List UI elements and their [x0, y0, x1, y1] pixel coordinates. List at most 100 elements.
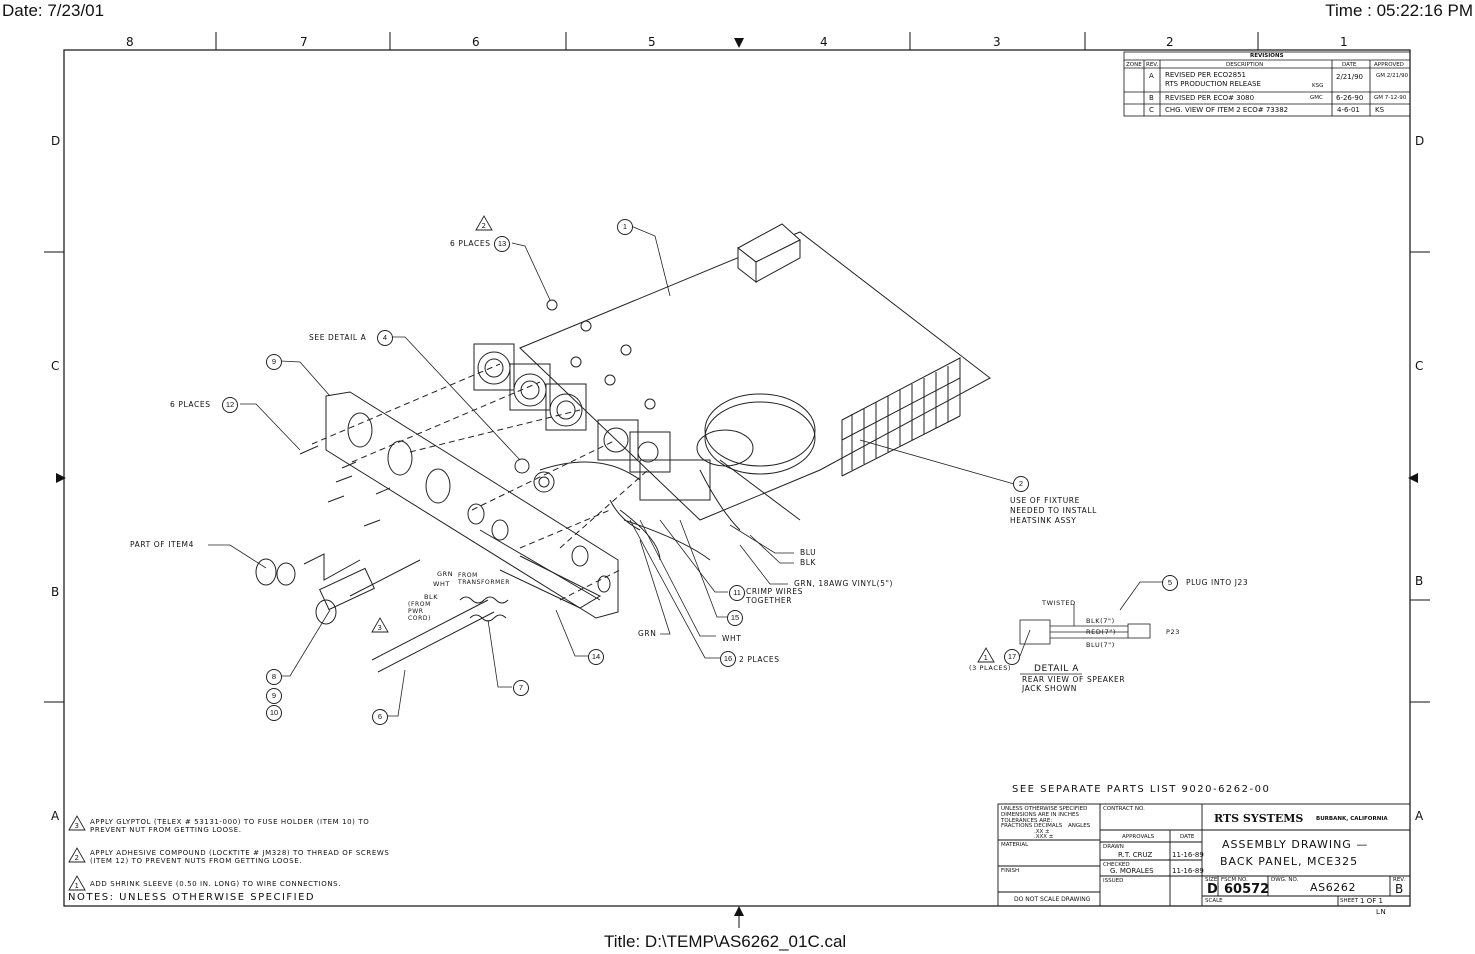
label-grn-top: GRN — [437, 570, 454, 578]
tb-location: BURBANK, CALIFORNIA — [1316, 816, 1388, 822]
note-3: APPLY GLYPTOL (TELEX # 53131-000) TO FUS… — [90, 818, 370, 834]
label-2-places: 2 PLACES — [739, 655, 780, 664]
label-blu: BLU — [800, 548, 817, 557]
label-twisted: TWISTED — [1042, 599, 1076, 607]
label-detail-a: DETAIL A — [1034, 664, 1080, 674]
label-blk-2: BLK — [800, 558, 817, 567]
callout-item-12: 12 — [222, 397, 238, 413]
tb-title-line1: ASSEMBLY DRAWING — — [1222, 838, 1369, 851]
tb-tolerance-head: UNLESS OTHERWISE SPECIFIED DIMENSIONS AR… — [1001, 806, 1088, 824]
zone-row-c-left: C — [51, 359, 60, 373]
tb-title-line2: BACK PANEL, MCE325 — [1220, 855, 1359, 868]
tb-checked-by: G. MORALES — [1110, 867, 1154, 875]
tb-sheet-label: SHEET — [1340, 898, 1358, 904]
tb-decimals: DECIMALS — [1034, 823, 1063, 829]
callout-item-5: 5 — [1162, 575, 1178, 591]
rev-a-desc: REVISED PER ECO2851 — [1165, 71, 1246, 79]
tb-initials: LN — [1376, 908, 1387, 916]
label-plug-into: PLUG INTO J23 — [1186, 578, 1249, 587]
label-parts-list: SEE SEPARATE PARTS LIST 9020-6262-00 — [1012, 784, 1271, 795]
svg-text:1: 1 — [984, 654, 988, 662]
callout-item-9: 9 — [266, 688, 282, 704]
zone-col-4: 4 — [820, 35, 828, 49]
label-blk7: BLK(7") — [1086, 617, 1115, 625]
tb-drawn-by: R.T. CRUZ — [1118, 851, 1153, 859]
callout-item-7: 7 — [513, 680, 529, 696]
label-rear-view: REAR VIEW OF SPEAKER JACK SHOWN — [1022, 675, 1126, 693]
zone-col-7: 7 — [300, 35, 308, 49]
svg-text:2: 2 — [482, 222, 486, 230]
tb-xx: .XX ± — [1034, 829, 1050, 835]
rev-b-letter: B — [1149, 94, 1154, 102]
tb-size-label: SIZE — [1205, 877, 1218, 883]
rev-c-approved: KS — [1375, 106, 1385, 114]
notes-heading: NOTES: UNLESS OTHERWISE SPECIFIED — [68, 892, 316, 903]
rev-head-rev: REV. — [1146, 62, 1159, 68]
rev-b-approved: GM 7-12-90 — [1374, 95, 1407, 101]
zone-col-5: 5 — [648, 35, 656, 49]
note-1: ADD SHRINK SLEEVE (0.50 IN. LONG) TO WIR… — [90, 880, 342, 888]
tb-issued: ISSUED — [1103, 878, 1124, 884]
tb-angles: ANGLES — [1068, 823, 1091, 829]
label-grn-vinyl: GRN, 18AWG VINYL(5") — [794, 579, 894, 588]
print-date: Date: 7/23/01 — [2, 1, 105, 20]
label-from-pwr-cord: (FROM PWR CORD) — [408, 601, 432, 622]
callout-item-4: 4 — [377, 330, 393, 346]
zone-row-b-right: B — [1415, 574, 1424, 588]
note-2: APPLY ADHESIVE COMPOUND (LOCKTITE # JM32… — [90, 849, 390, 865]
tb-checked: CHECKED — [1103, 862, 1130, 868]
zone-col-6: 6 — [472, 35, 480, 49]
print-time: Time : 05:22:16 PM — [1325, 1, 1473, 20]
callout-item-13: 13 — [494, 236, 510, 252]
tb-sheet: 1 OF 1 — [1360, 897, 1383, 905]
tb-fscm-label: FSCM NO. — [1221, 877, 1248, 883]
tb-rev-label: REV. — [1393, 877, 1406, 883]
rev-c-desc: CHG. VIEW OF ITEM 2 ECO# 73382 — [1165, 106, 1289, 114]
rev-b-desc: REVISED PER ECO# 3080 — [1165, 94, 1255, 102]
zone-row-c-right: C — [1415, 359, 1424, 373]
label-part-of-item4: PART OF ITEM4 — [130, 540, 194, 549]
rev-c-letter: C — [1149, 106, 1154, 114]
rev-a-letter: A — [1149, 72, 1154, 80]
zone-row-b-left: B — [51, 585, 60, 599]
zone-row-a-left: A — [51, 809, 60, 823]
zone-col-2: 2 — [1166, 35, 1174, 49]
tb-drawn: DRAWN — [1103, 844, 1124, 850]
zone-row-a-right: A — [1415, 809, 1424, 823]
rev-a-by: KSG — [1312, 83, 1324, 89]
callout-item-2: 2 — [1013, 476, 1029, 492]
label-blu7: BLU(7") — [1086, 641, 1115, 649]
tb-approvals: APPROVALS — [1122, 834, 1155, 840]
tb-finish: FINISH — [1001, 868, 1020, 874]
tb-contract-no: CONTRACT NO. — [1103, 806, 1145, 812]
print-title: Title: D:\TEMP\AS6262_01C.cal — [604, 932, 847, 951]
tb-fractions: FRACTIONS — [1001, 823, 1033, 829]
label-wht: WHT — [722, 634, 742, 643]
label-from-transformer: FROM TRANSFORMER — [458, 572, 511, 586]
label-blk: BLK — [424, 593, 439, 601]
label-6-places-12: 6 PLACES — [170, 400, 211, 409]
callout-item-6: 6 — [372, 709, 388, 725]
label-crimp: CRIMP WIRES TOGETHER — [746, 587, 803, 605]
label-red7: RED(7") — [1086, 628, 1117, 636]
callout-item-10: 10 — [266, 705, 282, 721]
callout-item-9-top: 9 — [266, 354, 282, 370]
rev-a-date: 2/21/90 — [1336, 73, 1363, 81]
tb-scale-label: SCALE — [1205, 898, 1223, 904]
tb-do-not-scale: DO NOT SCALE DRAWING — [1014, 896, 1091, 903]
tb-rev: B — [1395, 882, 1404, 896]
rev-head-desc: DESCRIPTION — [1226, 62, 1264, 68]
label-grn: GRN — [638, 629, 657, 638]
tb-date: DATE — [1180, 834, 1195, 840]
label-6-places-13: 6 PLACES — [450, 239, 491, 248]
tb-size: D — [1207, 882, 1218, 897]
tb-fscm: 60572 — [1224, 882, 1270, 897]
zone-row-d-left: D — [51, 134, 61, 148]
tb-drawn-date: 11-16-89 — [1172, 851, 1204, 859]
rev-head-date: DATE — [1342, 62, 1357, 68]
callout-item-14: 14 — [588, 649, 604, 665]
label-use-fixture: USE OF FIXTURE NEEDED TO INSTALL HEATSIN… — [1010, 496, 1097, 525]
rev-c-date: 4-6-01 — [1337, 106, 1360, 114]
svg-text:2: 2 — [75, 854, 79, 862]
svg-text:3: 3 — [75, 822, 79, 830]
